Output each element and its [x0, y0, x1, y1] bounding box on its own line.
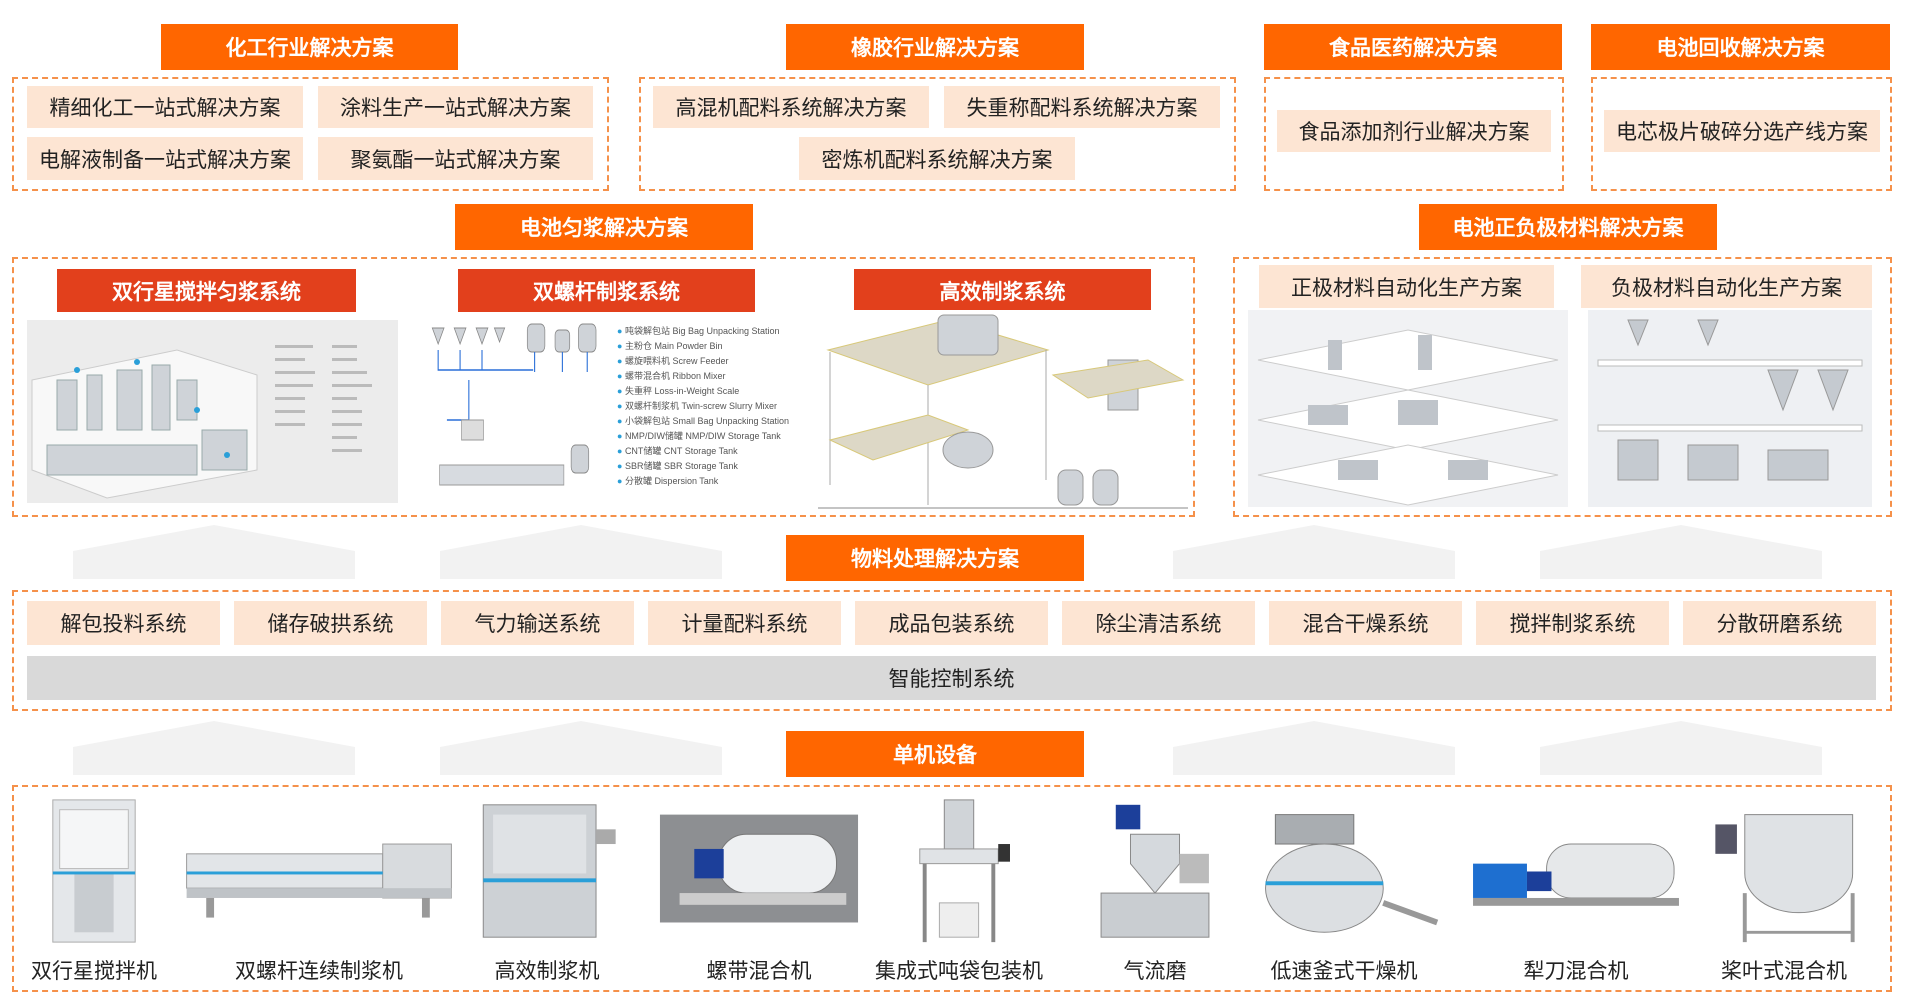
equipment-item[interactable]: 双螺杆连续制浆机	[174, 795, 464, 985]
plough-mixer-image	[1473, 843, 1679, 906]
recycling-item[interactable]: 电芯极片破碎分选产线方案	[1604, 110, 1880, 152]
recycling-header: 电池回收解决方案	[1591, 24, 1890, 70]
recycling-box	[1591, 77, 1892, 191]
material-item[interactable]: 储存破拱系统	[234, 601, 427, 645]
chemical-box	[12, 77, 609, 191]
slurry-system-planetary[interactable]: 双行星搅拌匀浆系统	[57, 269, 356, 312]
equipment-box	[12, 785, 1892, 992]
planetary-mixer-image	[52, 799, 136, 943]
equipment-label: 双螺杆连续制浆机	[235, 960, 403, 983]
material-item[interactable]: 解包投料系统	[27, 601, 220, 645]
efficient-system-image	[818, 310, 1188, 510]
material-item[interactable]: 分散研磨系统	[1683, 601, 1876, 645]
equipment-item[interactable]: 高效制浆机	[477, 795, 617, 985]
rubber-box	[639, 77, 1236, 191]
chemical-header: 化工行业解决方案	[161, 24, 458, 70]
material-item[interactable]: 计量配料系统	[648, 601, 841, 645]
cathode-line-image	[1248, 310, 1568, 507]
material-item[interactable]: 成品包装系统	[855, 601, 1048, 645]
anode-line-image	[1588, 310, 1872, 507]
twin-screw-legend: 吨袋解包站 Big Bag Unpacking Station主粉仓 Main …	[617, 324, 789, 489]
material-header: 物料处理解决方案	[786, 535, 1084, 581]
efficient-slurry-machine-image	[482, 804, 616, 938]
equipment-label: 桨叶式混合机	[1721, 960, 1847, 983]
equipment-label: 犁刀混合机	[1523, 960, 1629, 983]
dryer-image	[1265, 814, 1439, 933]
up-arrow-icon	[1540, 525, 1822, 579]
equipment-label: 高效制浆机	[494, 960, 600, 983]
rubber-item[interactable]: 密炼机配料系统解决方案	[799, 137, 1075, 180]
up-arrow-icon	[1173, 525, 1455, 579]
chemical-item[interactable]: 电解液制备一站式解决方案	[27, 137, 303, 180]
equipment-item[interactable]: 犁刀混合机	[1451, 795, 1701, 985]
electrode-item-anode[interactable]: 负极材料自动化生产方案	[1581, 265, 1872, 308]
slurry-box	[12, 257, 1195, 517]
slurry-header: 电池匀浆解决方案	[455, 204, 753, 250]
equipment-item[interactable]: 低速釜式干燥机	[1234, 795, 1454, 985]
equipment-item[interactable]: 螺带混合机	[658, 795, 860, 985]
twin-screw-mixer-image	[186, 843, 452, 918]
rubber-item[interactable]: 高混机配料系统解决方案	[653, 86, 929, 128]
equipment-label: 螺带混合机	[706, 960, 812, 983]
up-arrow-icon	[1173, 721, 1455, 775]
electrode-item-cathode[interactable]: 正极材料自动化生产方案	[1259, 265, 1554, 308]
chemical-item[interactable]: 聚氨酯一站式解决方案	[318, 137, 593, 180]
food-header: 食品医药解决方案	[1264, 24, 1562, 70]
material-item[interactable]: 混合干燥系统	[1269, 601, 1462, 645]
up-arrow-icon	[440, 721, 722, 775]
equipment-item[interactable]: 桨叶式混合机	[1694, 795, 1874, 985]
up-arrow-icon	[440, 525, 722, 579]
food-item[interactable]: 食品添加剂行业解决方案	[1277, 110, 1551, 152]
chemical-item[interactable]: 精细化工一站式解决方案	[27, 86, 303, 128]
equipment-label: 气流磨	[1123, 960, 1187, 983]
ton-bag-packer-image	[919, 799, 1010, 943]
rubber-header: 橡胶行业解决方案	[786, 24, 1084, 70]
up-arrow-icon	[73, 525, 355, 579]
equipment-header: 单机设备	[786, 731, 1084, 777]
smart-control-system[interactable]: 智能控制系统	[27, 656, 1876, 700]
food-box	[1264, 77, 1564, 191]
material-box	[12, 590, 1892, 711]
material-item[interactable]: 气力输送系统	[441, 601, 634, 645]
slurry-system-twin-screw[interactable]: 双螺杆制浆系统	[458, 269, 755, 312]
chemical-item[interactable]: 涂料生产一站式解决方案	[318, 86, 593, 128]
equipment-item[interactable]: 双行星搅拌机	[24, 795, 164, 985]
up-arrow-icon	[1540, 721, 1822, 775]
equipment-item[interactable]: 气流磨	[1075, 795, 1235, 985]
equipment-label: 集成式吨袋包装机	[875, 960, 1043, 983]
rubber-item[interactable]: 失重称配料系统解决方案	[944, 86, 1220, 128]
equipment-label: 低速釜式干燥机	[1270, 960, 1418, 983]
jet-mill-image	[1100, 804, 1210, 938]
paddle-mixer-image	[1715, 814, 1855, 943]
equipment-label: 双行星搅拌机	[31, 960, 157, 983]
up-arrow-icon	[73, 721, 355, 775]
electrode-box	[1233, 257, 1892, 517]
slurry-system-efficient[interactable]: 高效制浆系统	[854, 269, 1151, 312]
electrode-header: 电池正负极材料解决方案	[1419, 204, 1717, 250]
twin-screw-system-image: 吨袋解包站 Big Bag Unpacking Station主粉仓 Main …	[425, 320, 813, 503]
material-item[interactable]: 除尘清洁系统	[1062, 601, 1255, 645]
material-item[interactable]: 搅拌制浆系统	[1476, 601, 1669, 645]
equipment-item[interactable]: 集成式吨袋包装机	[864, 795, 1054, 985]
ribbon-mixer-image	[659, 814, 859, 923]
planetary-system-image	[27, 320, 398, 503]
